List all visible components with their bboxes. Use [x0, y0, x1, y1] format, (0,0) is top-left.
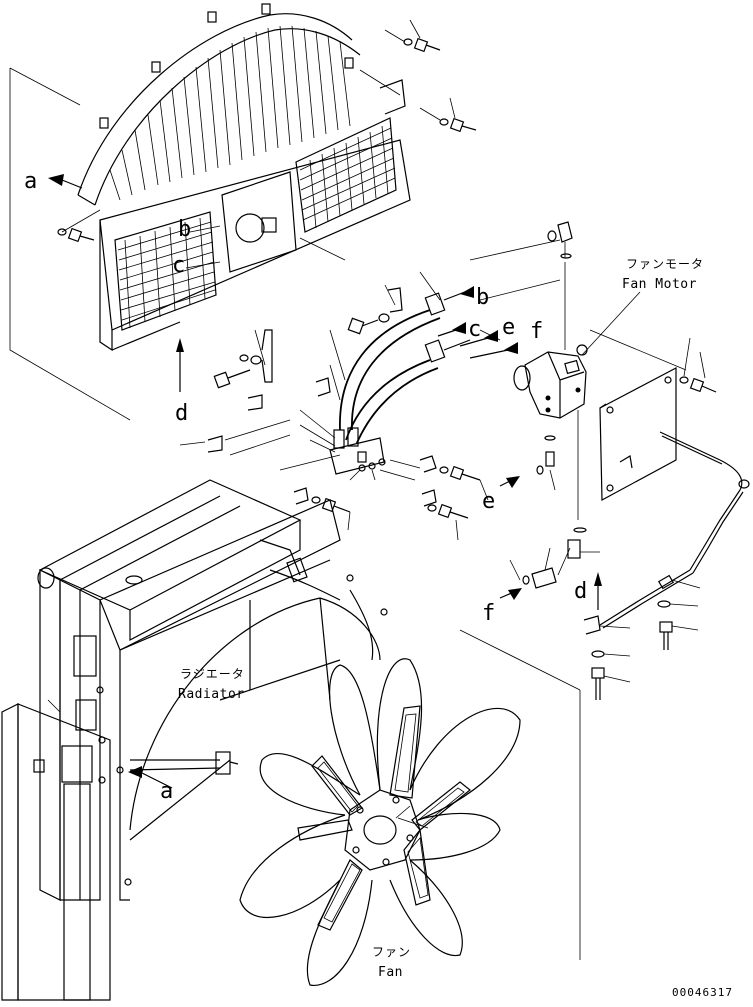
callout-e-hose: e [459, 315, 515, 347]
callout-b-radiator: b [178, 217, 191, 242]
radiator-label: ラジエータ Radiator [178, 667, 245, 702]
callout-f-lower: f [482, 588, 522, 626]
callout-f-hose: f [469, 319, 543, 359]
clamp [583, 615, 631, 635]
hex-bolt-icon [679, 337, 717, 393]
svg-text:ラジエータ: ラジエータ [180, 667, 245, 681]
svg-text:Fan: Fan [378, 965, 403, 980]
svg-text:ファン: ファン [372, 945, 411, 959]
fan-motor-label: ファンモータ Fan Motor [581, 257, 704, 356]
hex-bolt-icon [57, 209, 101, 243]
hose-fitting [424, 289, 471, 363]
hex-bolt-icon [311, 496, 351, 531]
svg-text:Fan Motor: Fan Motor [622, 277, 697, 292]
fitting [509, 451, 600, 589]
hex-bolt-icon [213, 354, 262, 389]
svg-text:a: a [24, 169, 37, 194]
callout-b-hose: b [460, 285, 489, 310]
motor-bracket [589, 329, 687, 501]
callout-d-left: d [175, 338, 188, 426]
callout-e-lower: e [482, 476, 520, 514]
svg-text:e: e [502, 315, 515, 340]
callout-d-lower: d [574, 572, 602, 610]
callout-c-hose: c [437, 317, 481, 342]
leader-lines [179, 239, 561, 481]
radiator-guard-grille [9, 3, 411, 421]
svg-text:d: d [175, 401, 188, 426]
callout-c-radiator: c [172, 253, 185, 278]
fan [239, 658, 521, 986]
svg-text:e: e [482, 489, 495, 514]
hex-bolt-icon [347, 313, 390, 335]
callout-a-lower: a [128, 766, 173, 804]
hex-bolt-icon [591, 650, 631, 700]
sensor-cable [599, 431, 750, 629]
svg-text:b: b [476, 285, 489, 310]
hex-bolt-icon [439, 465, 489, 501]
fan-motor [513, 221, 588, 520]
svg-text:a: a [160, 779, 173, 804]
hydraulic-hoses [329, 309, 441, 446]
valve-block [329, 427, 386, 475]
radiator [1, 479, 581, 1001]
hex-bolt-icon [657, 600, 699, 650]
svg-text:ファンモータ: ファンモータ [626, 257, 704, 271]
reference-number: 00046317 [672, 986, 733, 999]
hex-bolt-icon [384, 19, 441, 53]
fan-label: ファン Fan [372, 945, 411, 980]
svg-text:c: c [468, 317, 481, 342]
hex-bolt-icon [427, 503, 469, 541]
callout-a-top: a [24, 169, 83, 194]
svg-text:Radiator: Radiator [178, 687, 245, 702]
svg-text:f: f [482, 601, 495, 626]
svg-text:f: f [530, 319, 543, 344]
clamp [207, 287, 437, 507]
hex-bolt-icon [419, 97, 477, 133]
svg-text:d: d [574, 579, 587, 604]
